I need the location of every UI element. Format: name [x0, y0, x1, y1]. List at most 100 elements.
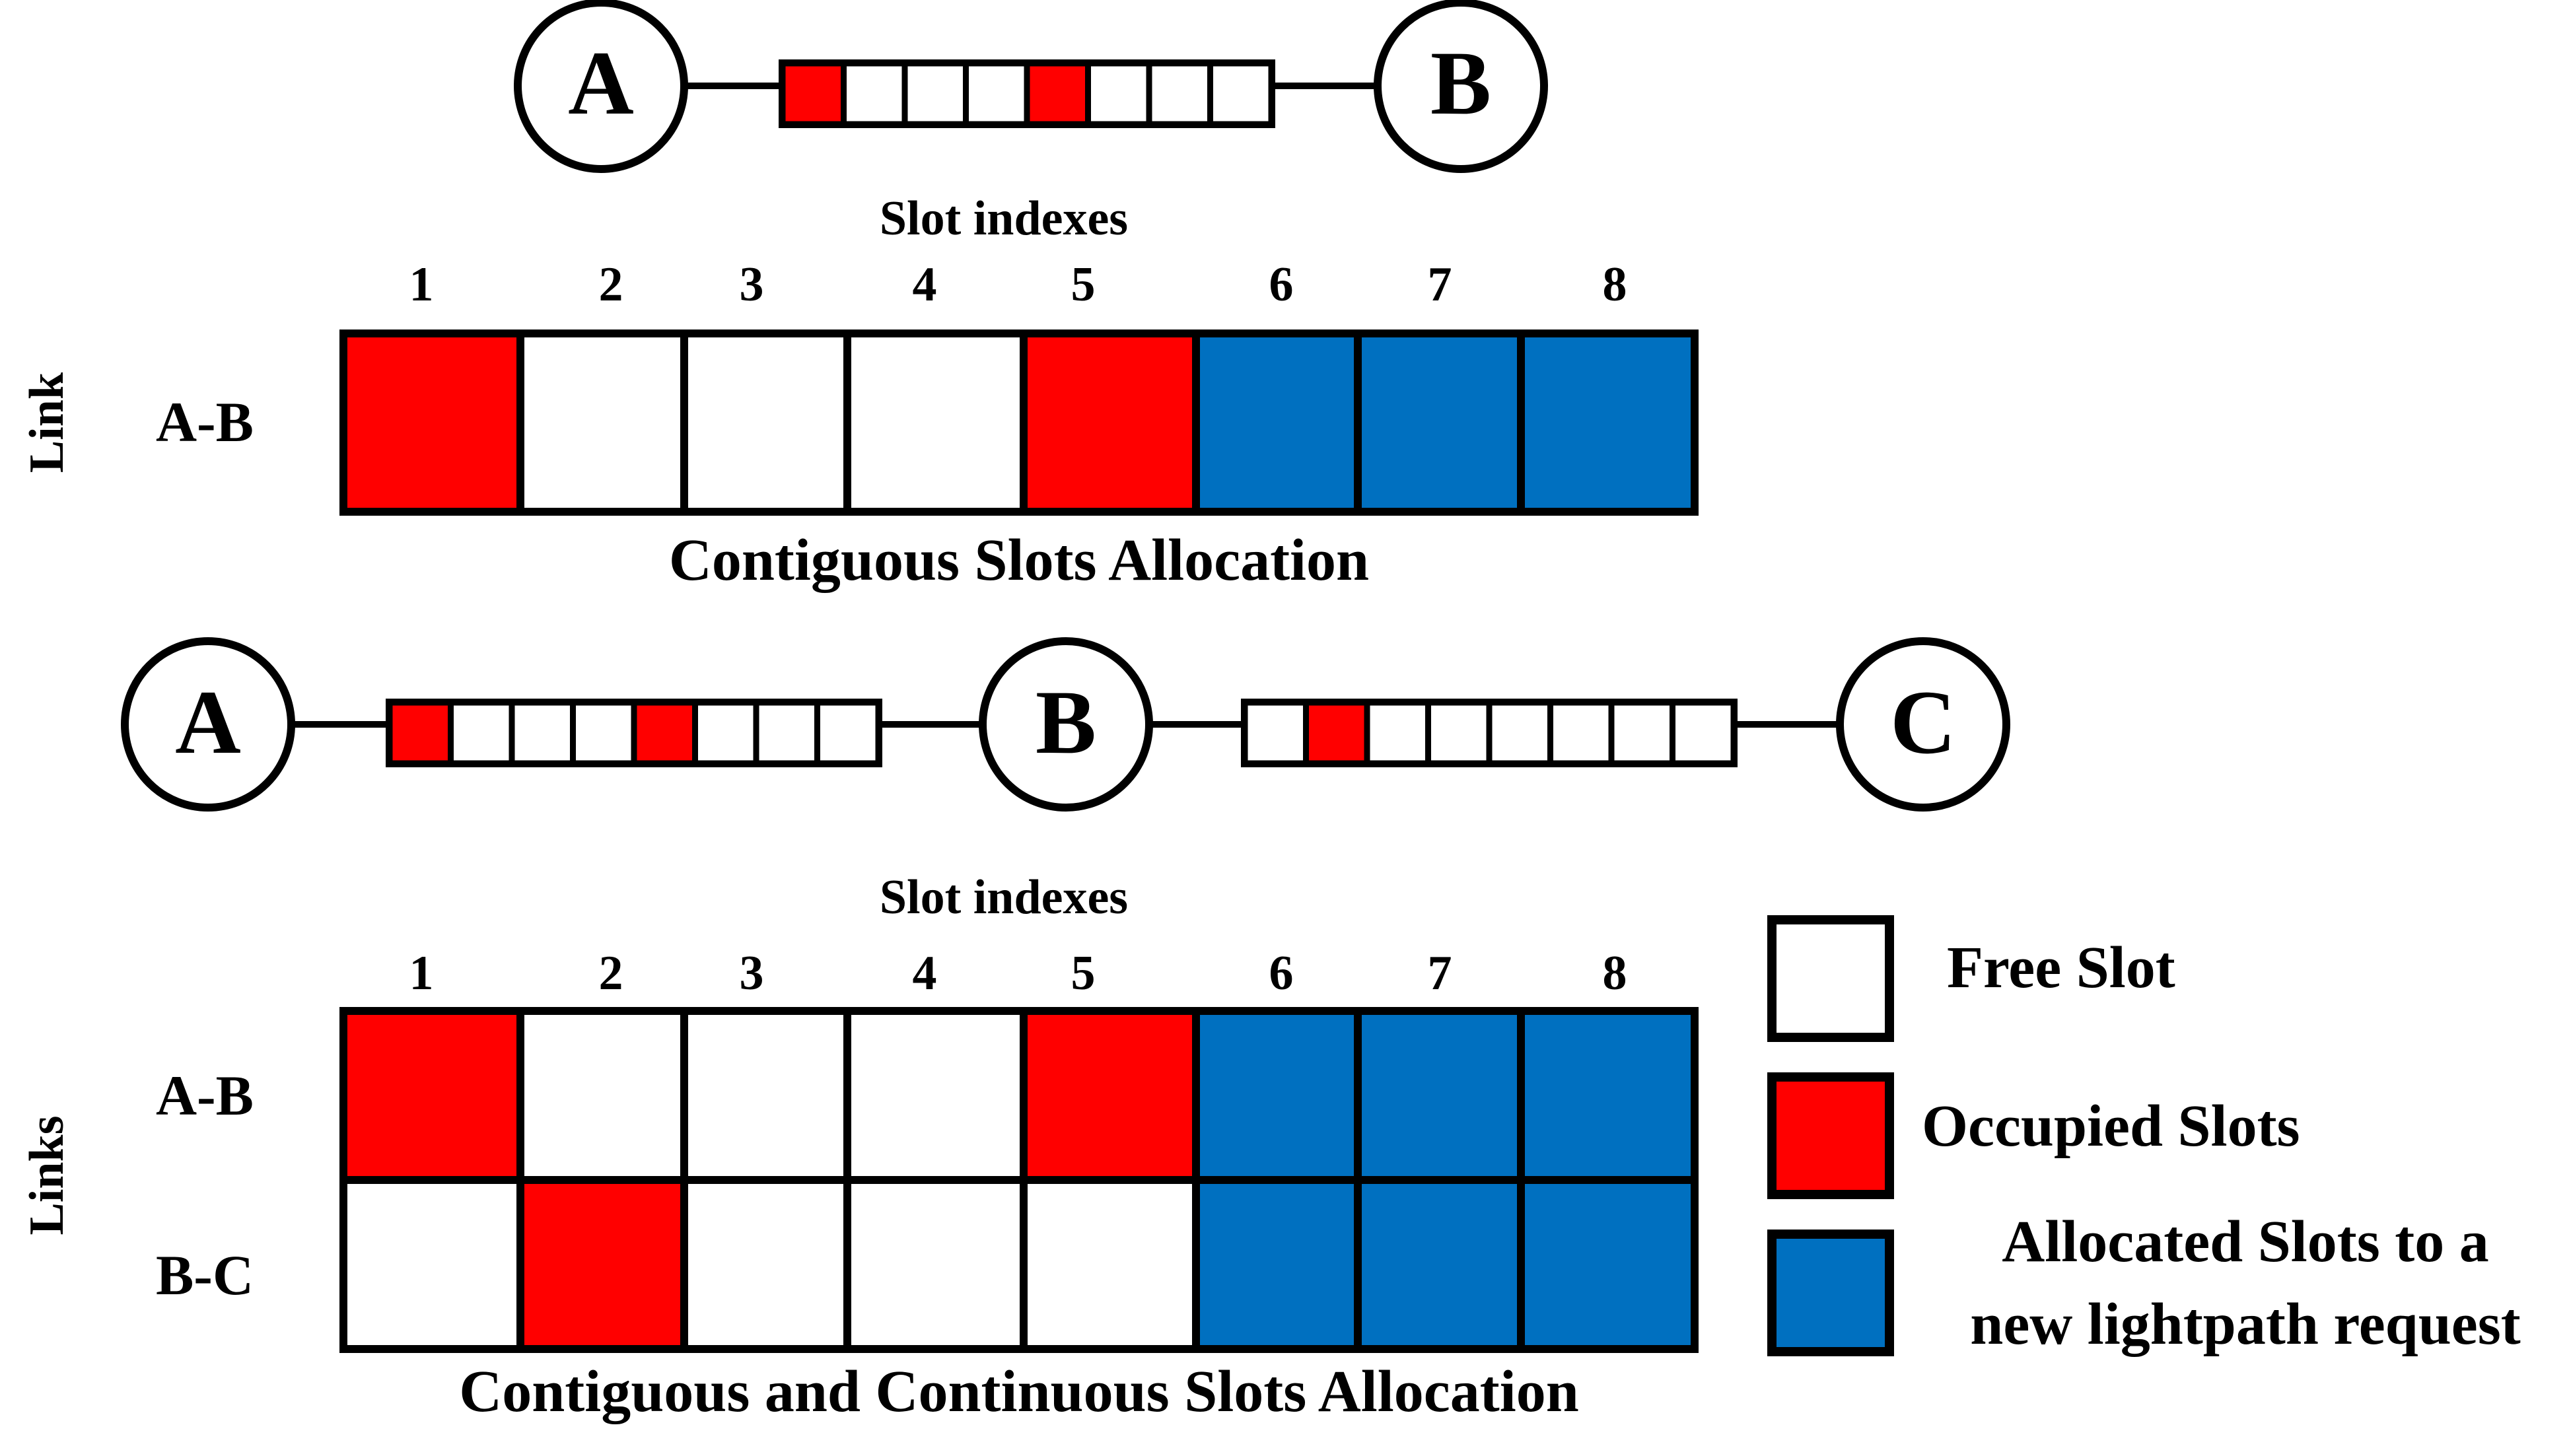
top-node-a: A — [514, 0, 688, 173]
bottom-row-label-bc: B-C — [156, 1243, 254, 1307]
legend-allocated-label-line1: Allocated Slots to a — [2002, 1209, 2488, 1274]
bottom-grid-a-b-slot-2-free — [516, 1007, 688, 1184]
bottom-mini-bc-slot-8-free — [1670, 699, 1737, 767]
bottom-mini-bc-slot-6-free — [1547, 699, 1615, 767]
bottom-slot-index-6: 6 — [1269, 946, 1294, 1000]
bottom-node-c-circle — [1836, 637, 2010, 812]
bottom-mini-ab-slot-3-free — [509, 699, 576, 767]
bottom-slot-grid — [339, 1007, 1699, 1353]
legend-free-label: Free Slot — [1947, 935, 2175, 1000]
bottom-slot-index-1: 1 — [409, 946, 434, 1000]
bottom-grid-b-c-slot-3-free — [680, 1176, 851, 1353]
bottom-mini-ab-slot-5-occupied — [631, 699, 698, 767]
bottom-grid-b-c-slot-1-free — [339, 1176, 524, 1353]
top-row-axis-title: Link — [20, 372, 74, 473]
bottom-grid-b-c-slot-2-occupied — [516, 1176, 688, 1353]
bottom-slot-index-5: 5 — [1071, 946, 1096, 1000]
bottom-slot-index-7: 7 — [1428, 946, 1452, 1000]
bottom-node-b-circle — [979, 637, 1153, 812]
top-grid-a-b-slot-3-free — [680, 329, 851, 516]
bottom-grid-a-b-slot-1-occupied — [339, 1007, 524, 1184]
bottom-slot-index-4: 4 — [913, 946, 937, 1000]
top-grid-a-b-slot-8-allocated — [1517, 329, 1699, 516]
top-mini-ab-slot-1-occupied — [779, 60, 847, 127]
top-grid-a-b-slot-7-allocated — [1354, 329, 1525, 516]
top-mini-ab-slot-3-free — [901, 60, 969, 127]
top-grid-a-b-slot-6-allocated — [1192, 329, 1362, 516]
bottom-mini-ab-slot-8-free — [814, 699, 882, 767]
top-mini-ab-slot-2-free — [841, 60, 908, 127]
bottom-node-a: A — [121, 637, 295, 812]
bottom-topology: A B C — [121, 637, 2010, 812]
legend-occupied-label: Occupied Slots — [1922, 1093, 2300, 1159]
bottom-node-b: B — [979, 637, 1153, 812]
top-slot-index-8: 8 — [1603, 258, 1627, 312]
bottom-node-c: C — [1836, 637, 2010, 812]
bottom-grid-a-b-slot-7-allocated — [1354, 1007, 1525, 1184]
bottom-slot-index-8: 8 — [1603, 946, 1627, 1000]
top-slot-grid — [339, 329, 1699, 516]
bottom-mini-bc-slot-4-free — [1425, 699, 1493, 767]
top-mini-ab-slot-8-free — [1207, 60, 1275, 127]
top-node-a-circle — [514, 0, 688, 173]
bottom-grid-b-c-slot-6-allocated — [1192, 1176, 1362, 1353]
bottom-grid-a-b-slot-3-free — [680, 1007, 851, 1184]
top-grid-a-b-slot-4-free — [843, 329, 1028, 516]
bottom-grid-b-c-slot-7-allocated — [1354, 1176, 1525, 1353]
top-mini-ab-slot-5-occupied — [1024, 60, 1091, 127]
top-topology: A B — [514, 0, 1548, 173]
top-node-b-circle — [1374, 0, 1548, 173]
bottom-mini-ab-slot-1-occupied — [386, 699, 454, 767]
bottom-grid-a-b-slot-6-allocated — [1192, 1007, 1362, 1184]
bottom-mini-bc-slot-2-occupied — [1303, 699, 1370, 767]
bottom-mini-bc-slot-5-free — [1486, 699, 1553, 767]
bottom-mini-ab-slot-7-free — [753, 699, 820, 767]
top-grid-a-b-slot-2-free — [516, 329, 688, 516]
bottom-link-ab-slot-strip — [386, 699, 882, 767]
bottom-grid-a-b-slot-4-free — [843, 1007, 1028, 1184]
bottom-grid-a-b-slot-8-allocated — [1517, 1007, 1699, 1184]
top-node-a-label: A — [568, 32, 634, 133]
legend: Free Slot Occupied Slots Allocated Slots… — [1767, 915, 2521, 1357]
top-slot-axis-title: Slot indexes — [880, 191, 1128, 246]
top-slot-index-6: 6 — [1269, 258, 1294, 312]
bottom-row-label-ab: A-B — [156, 1064, 254, 1127]
top-slot-index-5: 5 — [1071, 258, 1096, 312]
bottom-slot-index-3: 3 — [740, 946, 764, 1000]
top-grid-a-b-slot-1-occupied — [339, 329, 524, 516]
top-mini-ab-slot-4-free — [963, 60, 1030, 127]
bottom-slot-index-labels: 1 2 3 4 5 6 7 8 — [409, 946, 1627, 1000]
bottom-grid-b-c-slot-8-allocated — [1517, 1176, 1699, 1353]
top-node-b-label: B — [1430, 32, 1491, 133]
legend-free-swatch — [1767, 915, 1894, 1042]
bottom-grid-a-b-slot-5-occupied — [1020, 1007, 1200, 1184]
bottom-mini-bc-slot-1-free — [1242, 699, 1309, 767]
top-slot-index-2: 2 — [599, 258, 623, 312]
top-caption: Contiguous Slots Allocation — [669, 528, 1369, 593]
legend-allocated-label-line2: new lightpath request — [1970, 1292, 2520, 1357]
bottom-slot-index-2: 2 — [599, 946, 623, 1000]
top-grid-a-b-slot-5-occupied — [1020, 329, 1200, 516]
top-node-b: B — [1374, 0, 1548, 173]
bottom-row-axis-title: Links — [20, 1115, 74, 1235]
top-slot-index-7: 7 — [1428, 258, 1452, 312]
top-slot-index-3: 3 — [740, 258, 764, 312]
bottom-mini-bc-slot-7-free — [1608, 699, 1675, 767]
bottom-link-bc-slot-strip — [1241, 699, 1738, 767]
bottom-node-a-circle — [121, 637, 295, 812]
bottom-node-a-label: A — [175, 672, 241, 773]
bottom-mini-ab-slot-6-free — [692, 699, 759, 767]
bottom-grid-b-c-slot-4-free — [843, 1176, 1028, 1353]
bottom-caption: Contiguous and Continuous Slots Allocati… — [459, 1359, 1579, 1424]
bottom-node-c-label: C — [1890, 672, 1956, 773]
bottom-mini-bc-slot-3-free — [1364, 699, 1431, 767]
bottom-slot-axis-title: Slot indexes — [880, 870, 1128, 924]
legend-occupied-swatch — [1767, 1072, 1894, 1199]
top-mini-ab-slot-7-free — [1146, 60, 1213, 127]
top-mini-ab-slot-6-free — [1085, 60, 1152, 127]
top-slot-index-1: 1 — [409, 258, 434, 312]
legend-allocated-swatch — [1767, 1230, 1894, 1356]
bottom-grid-b-c-slot-5-free — [1020, 1176, 1200, 1353]
top-link-ab-slot-strip — [779, 59, 1275, 128]
